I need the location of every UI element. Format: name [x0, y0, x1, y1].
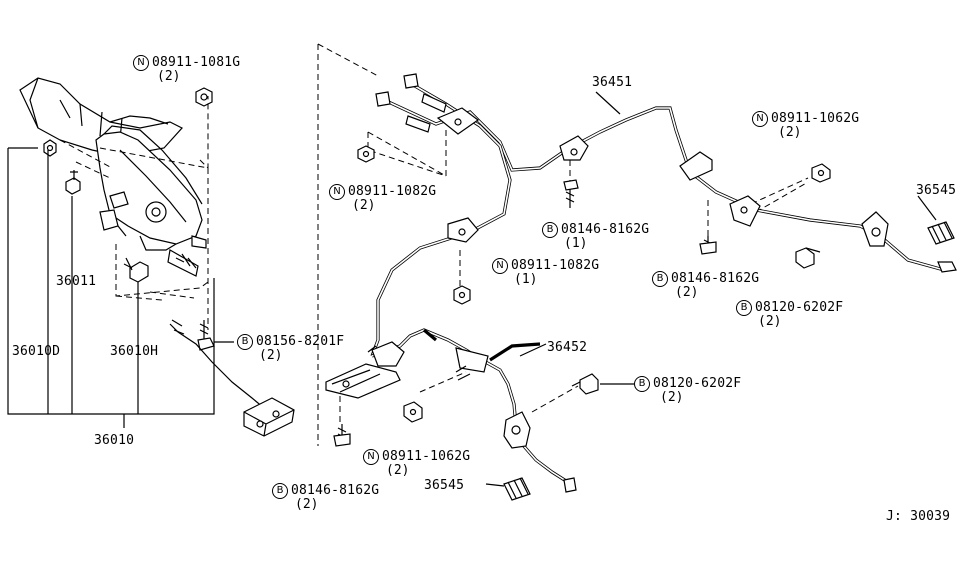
- part-number: 08146-8162G: [291, 483, 380, 498]
- quantity: (2): [778, 125, 802, 140]
- bolt-symbol: B: [634, 376, 650, 392]
- part-number: 08911-1062G: [771, 111, 860, 126]
- part-number: 08911-1062G: [382, 449, 471, 464]
- part-number: 08146-8162G: [671, 271, 760, 286]
- part-number: 08120-6202F: [755, 300, 844, 315]
- bolt-symbol: B: [652, 271, 668, 287]
- quantity: (2): [259, 348, 283, 363]
- quantity: (2): [352, 198, 376, 213]
- part-number: 36452: [547, 340, 588, 355]
- nut-symbol: N: [133, 55, 149, 71]
- part-number: 36451: [592, 75, 633, 90]
- quantity: (2): [758, 314, 782, 329]
- part-number: 08911-1081G: [152, 55, 241, 70]
- part-number: 08156-8201F: [256, 334, 345, 349]
- diagram-code-text: J: 30039: [886, 509, 951, 524]
- label-leaders: [214, 341, 377, 353]
- part-number: 36010: [94, 433, 135, 448]
- bolt-symbol: B: [542, 222, 558, 238]
- part-number: 36010D: [12, 344, 61, 359]
- quantity: (1): [514, 272, 538, 287]
- nut-symbol: N: [363, 449, 379, 465]
- nut-symbol: N: [492, 258, 508, 274]
- quantity: (2): [295, 497, 319, 512]
- part-number: 36545: [424, 478, 465, 493]
- part-number: 36011: [56, 274, 97, 289]
- part-number: 08911-1082G: [511, 258, 600, 273]
- quantity: (2): [660, 390, 684, 405]
- cable-36452: [325, 91, 937, 501]
- brake-lever-assembly: [7, 77, 295, 437]
- bolt-symbol: B: [736, 300, 752, 316]
- part-number: 08120-6202F: [653, 376, 742, 391]
- nut-symbol: N: [329, 184, 345, 200]
- hardware-upper: [357, 145, 955, 305]
- cable-36451: [370, 73, 957, 357]
- quantity: (2): [386, 463, 410, 478]
- part-number: 08911-1082G: [348, 184, 437, 199]
- part-number: 08146-8162G: [561, 222, 650, 237]
- part-number: 36545: [916, 183, 957, 198]
- quantity: (2): [157, 69, 181, 84]
- nut-symbol: N: [752, 111, 768, 127]
- bolt-symbol: B: [237, 334, 253, 350]
- bolt-symbol: B: [272, 483, 288, 499]
- part-number: 36010H: [110, 344, 159, 359]
- quantity: (1): [564, 236, 588, 251]
- quantity: (2): [675, 285, 699, 300]
